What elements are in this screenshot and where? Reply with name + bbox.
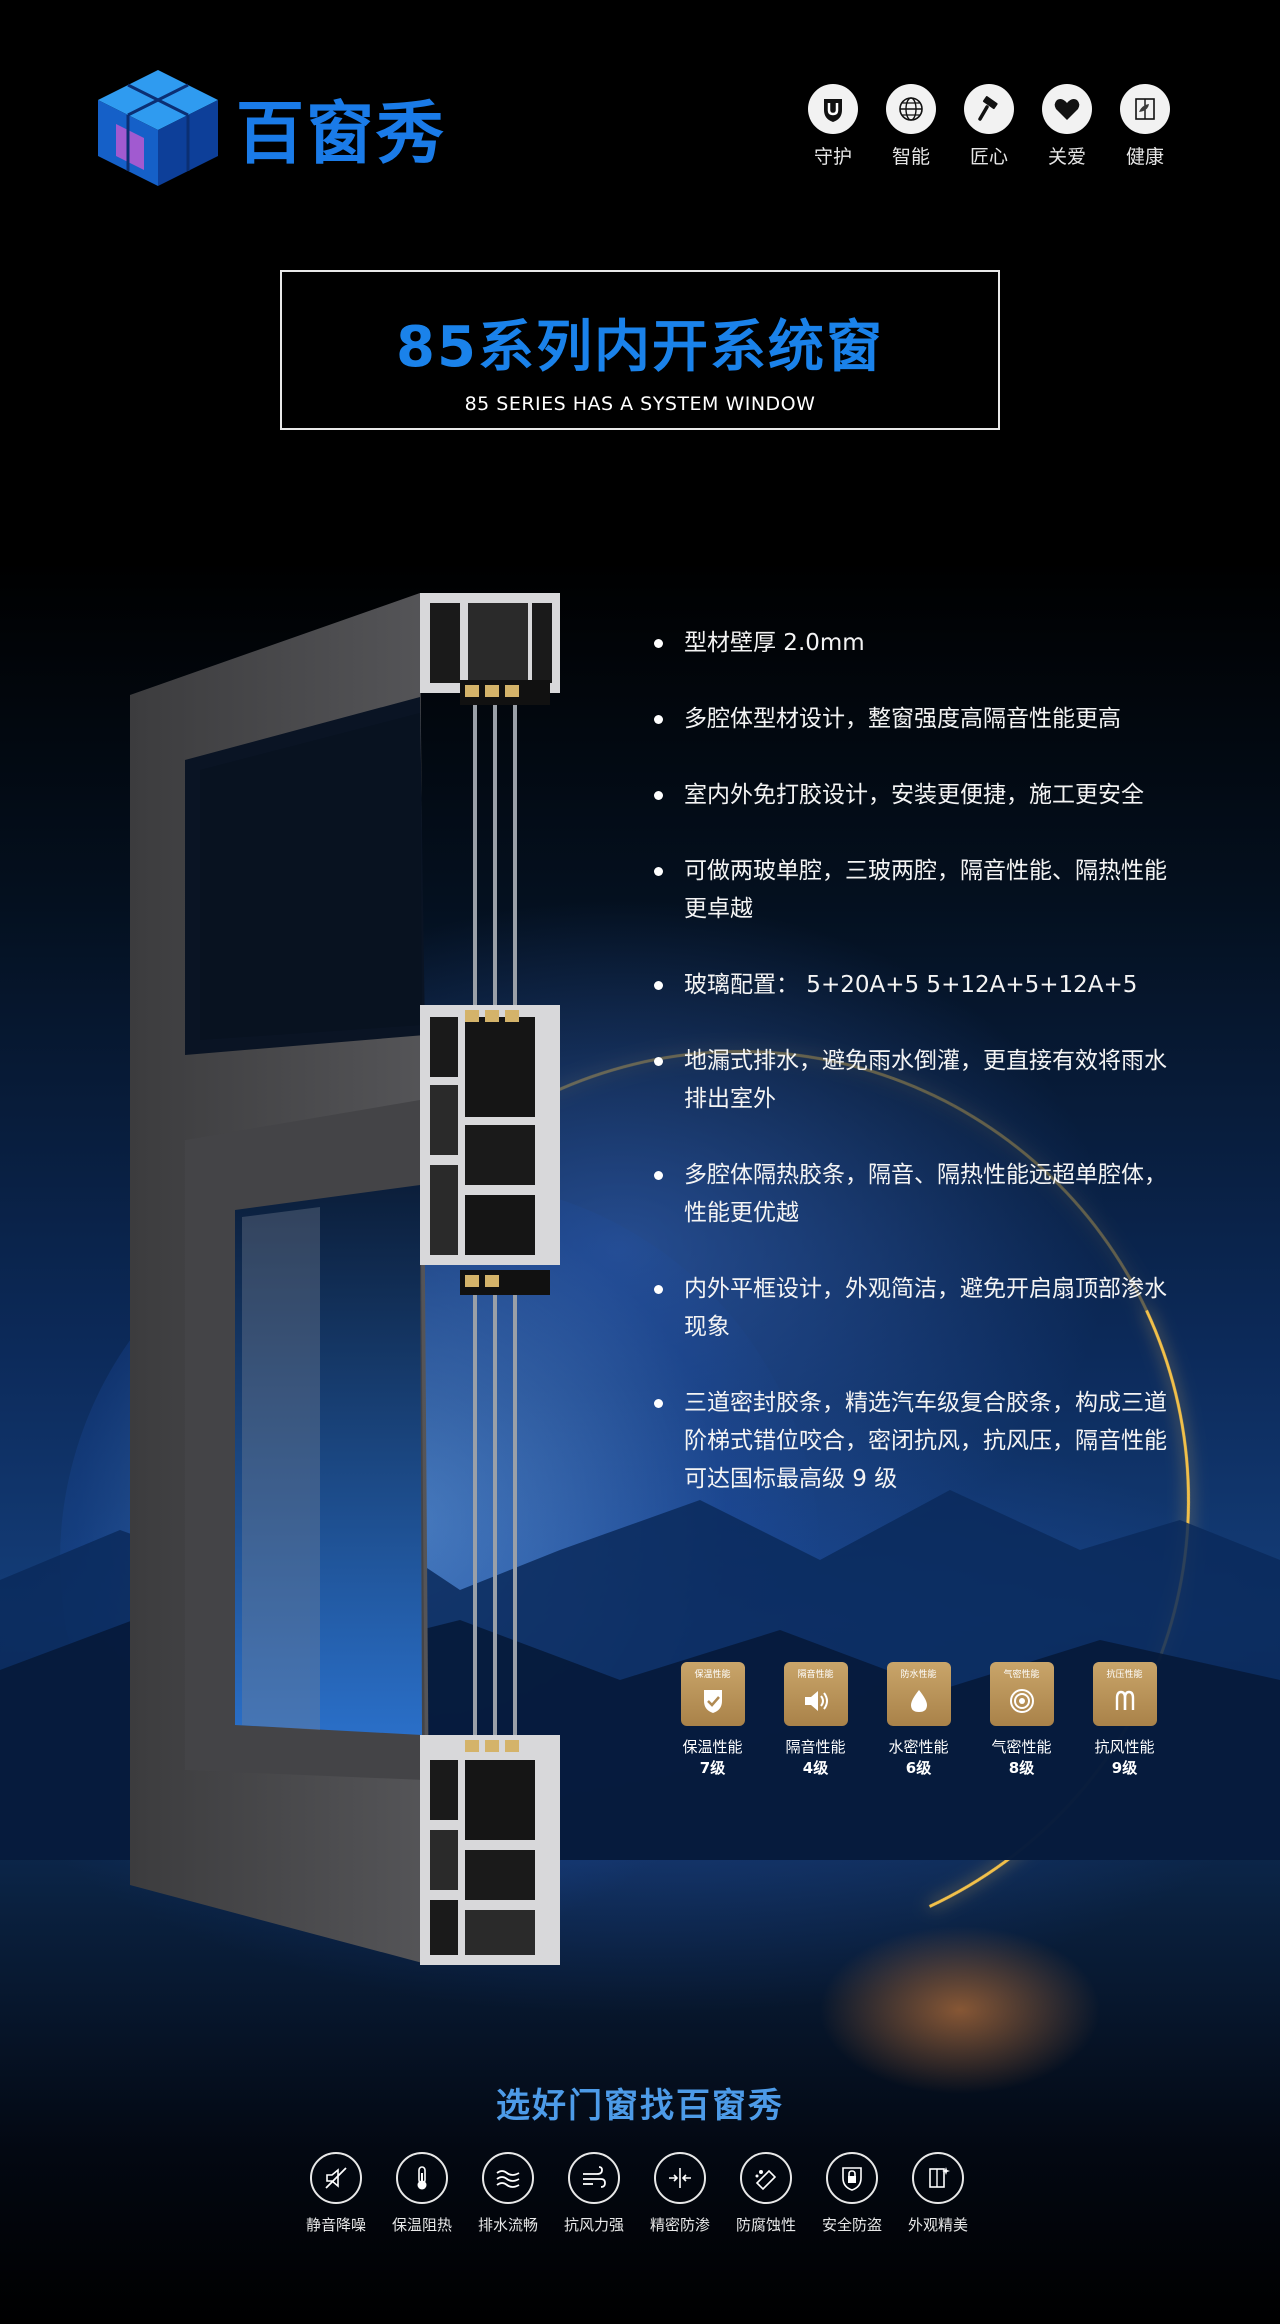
performance-item: 防水性能 水密性能 6级 <box>886 1662 951 1778</box>
corrosion-icon <box>755 2169 777 2191</box>
performance-ratings: 保温性能 保温性能 7级 隔音性能 隔音性能 4级 防水性能 水密性能 6级 气… <box>680 1662 1157 1778</box>
bottom-feature-item: 抗风力强 <box>564 2152 624 2235</box>
thermometer-icon <box>417 2166 427 2190</box>
slogan: 选好门窗找百窗秀 <box>496 2086 784 2126</box>
bottom-feature-item: 防腐蚀性 <box>736 2152 796 2235</box>
shield-u-icon <box>824 99 842 122</box>
bottom-feature-icons: 静音降噪 保温阻热 排水流畅 抗风力强 精密防渗 防腐蚀性 安全防盗 <box>306 2152 968 2235</box>
lock-shield-icon <box>842 2167 862 2191</box>
value-item: 健康 <box>1118 84 1172 169</box>
water-drop-icon <box>910 1690 927 1712</box>
bottom-feature-item: 静音降噪 <box>306 2152 366 2235</box>
performance-badge: 抗压性能 <box>1092 1662 1157 1726</box>
wind-pressure-icon <box>1115 1690 1134 1710</box>
window-profile-cutaway <box>130 593 560 1965</box>
value-item: 守护 <box>806 84 860 169</box>
cube-logo-icon <box>98 70 218 186</box>
feature-item: 玻璃配置： 5+20A+5 5+12A+5+12A+5 <box>652 966 1172 1004</box>
feature-item: 型材壁厚 2.0mm <box>652 624 1172 662</box>
value-item: 匠心 <box>962 84 1016 169</box>
bottom-feature-item: 精密防渗 <box>650 2152 710 2235</box>
leaf-window-icon <box>1135 98 1155 120</box>
feature-item: 多腔体隔热胶条，隔音、隔热性能远超单腔体，性能更优越 <box>652 1156 1172 1232</box>
brand-logo: 百窗秀 <box>92 66 446 188</box>
hammer-icon <box>978 96 998 121</box>
bottom-feature-item: 排水流畅 <box>478 2152 538 2235</box>
shield-check-icon <box>703 1690 722 1713</box>
web-globe-icon <box>899 97 923 121</box>
water-waves-icon <box>496 2170 520 2188</box>
bottom-feature-item: 保温阻热 <box>392 2152 452 2235</box>
performance-item: 隔音性能 隔音性能 4级 <box>783 1662 848 1778</box>
performance-badge: 防水性能 <box>886 1662 951 1726</box>
heart-icon <box>1054 99 1080 120</box>
performance-badge: 保温性能 <box>680 1662 745 1726</box>
performance-item: 抗压性能 抗风性能 9级 <box>1092 1662 1157 1778</box>
bottom-feature-item: 外观精美 <box>908 2152 968 2235</box>
sparkle-window-icon <box>929 2167 950 2188</box>
feature-item: 三道密封胶条，精选汽车级复合胶条，构成三道阶梯式错位咬合，密闭抗风，抗风压，隔音… <box>652 1384 1172 1498</box>
performance-item: 气密性能 气密性能 8级 <box>989 1662 1054 1778</box>
mute-icon <box>325 2167 347 2189</box>
speaker-icon <box>804 1691 828 1711</box>
wind-swirl-icon <box>583 2166 606 2188</box>
brand-values: 守护 智能 匠心 关爱 健康 <box>806 84 1172 169</box>
performance-badge: 隔音性能 <box>783 1662 848 1726</box>
title-frame: 85系列内开系统窗 85 SERIES HAS A SYSTEM WINDOW <box>280 270 1000 430</box>
feature-item: 内外平框设计，外观简洁，避免开启扇顶部渗水现象 <box>652 1270 1172 1346</box>
brand-name: 百窗秀 <box>236 94 447 174</box>
glowing-river <box>760 1860 1180 2160</box>
bottom-feature-item: 安全防盗 <box>822 2152 882 2235</box>
value-item: 关爱 <box>1040 84 1094 169</box>
feature-item: 多腔体型材设计，整窗强度高隔音性能更高 <box>652 700 1172 738</box>
performance-badge: 气密性能 <box>989 1662 1054 1726</box>
compress-arrows-icon <box>669 2168 691 2188</box>
feature-item: 室内外免打胶设计，安装更便捷，施工更安全 <box>652 776 1172 814</box>
feature-item: 地漏式排水，避免雨水倒灌，更直接有效将雨水排出室外 <box>652 1042 1172 1118</box>
value-item: 智能 <box>884 84 938 169</box>
rings-icon <box>1009 1689 1034 1713</box>
page-title: 85系列内开系统窗 <box>396 315 884 380</box>
page-subtitle: 85 SERIES HAS A SYSTEM WINDOW <box>464 393 816 415</box>
feature-item: 可做两玻单腔，三玻两腔，隔音性能、隔热性能更卓越 <box>652 852 1172 928</box>
feature-list: 型材壁厚 2.0mm 多腔体型材设计，整窗强度高隔音性能更高 室内外免打胶设计，… <box>652 624 1172 1498</box>
performance-item: 保温性能 保温性能 7级 <box>680 1662 745 1778</box>
